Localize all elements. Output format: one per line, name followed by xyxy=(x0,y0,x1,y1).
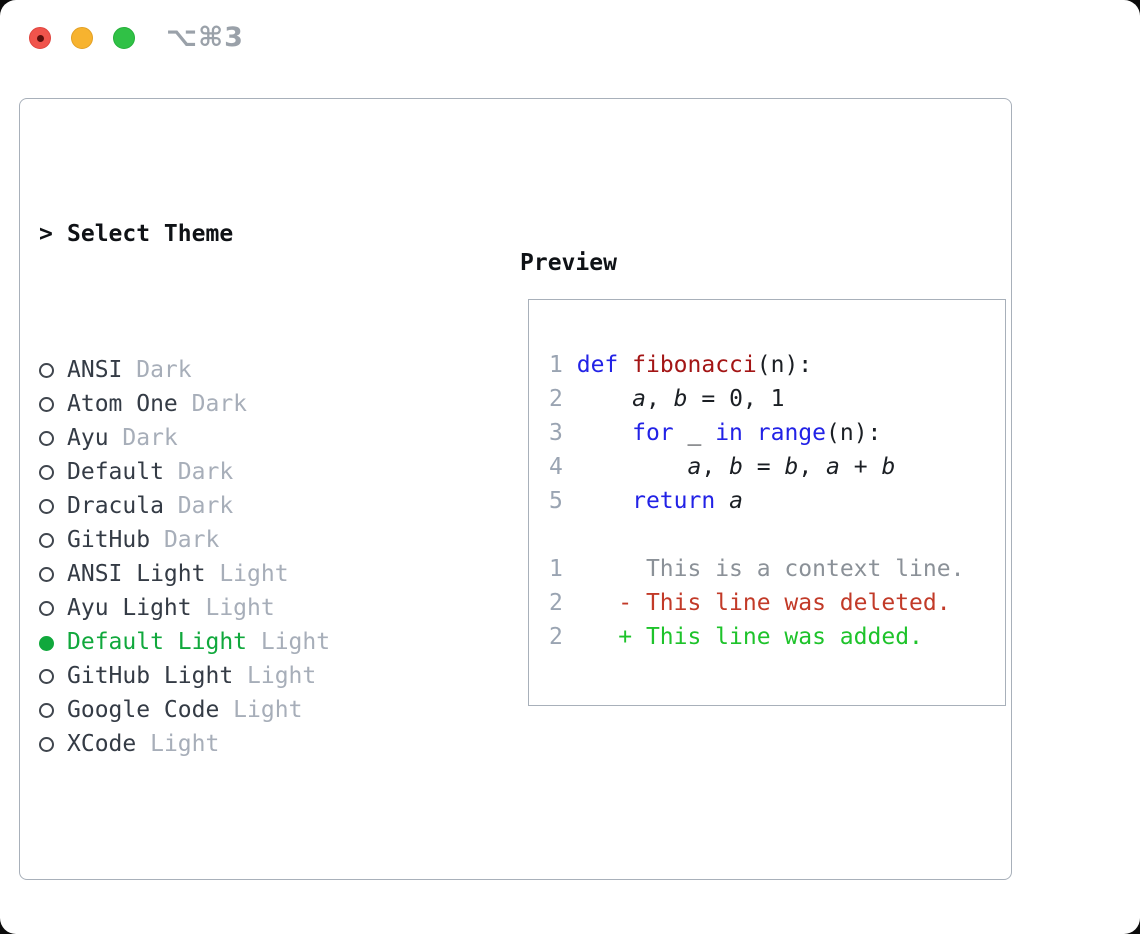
theme-variant: Dark xyxy=(163,493,234,519)
theme-option-github-dark[interactable]: GitHub Dark xyxy=(39,523,427,557)
radio-icon xyxy=(39,567,54,582)
theme-name: Google Code xyxy=(67,697,220,723)
theme-option-dracula-dark[interactable]: Dracula Dark xyxy=(39,489,427,523)
theme-name: Atom One xyxy=(67,391,178,417)
theme-variant: Light xyxy=(205,561,289,587)
theme-name: Dracula xyxy=(67,493,164,519)
theme-name: Ayu xyxy=(67,425,109,451)
cursor-icon: > xyxy=(39,221,53,247)
code-line: 4 a, b = b, a + b xyxy=(549,454,896,480)
theme-variant: Dark xyxy=(177,391,248,417)
minimize-button[interactable] xyxy=(71,27,93,49)
zoom-button[interactable] xyxy=(113,27,135,49)
theme-name: Ayu Light xyxy=(67,595,192,621)
line-number: 3 xyxy=(549,420,563,446)
preview-title: Preview xyxy=(520,250,617,276)
theme-variant: Light xyxy=(233,663,317,689)
theme-option-xcode-light[interactable]: XCode Light xyxy=(39,727,427,761)
diff-text: + This line was added. xyxy=(618,624,923,650)
line-number: 2 xyxy=(549,624,563,650)
theme-variant: Dark xyxy=(122,357,192,383)
theme-name: GitHub Light xyxy=(67,663,234,689)
theme-option-ansi-dark[interactable]: ANSI Dark xyxy=(39,353,427,387)
radio-icon xyxy=(39,363,54,378)
theme-panel-header: > Select Theme xyxy=(39,217,427,251)
line-number: 2 xyxy=(549,590,563,616)
theme-name: XCode xyxy=(67,731,137,757)
code-line: 1 def fibonacci(n): xyxy=(549,352,813,378)
radio-icon xyxy=(39,465,54,480)
theme-variant: Dark xyxy=(150,527,220,553)
radio-icon xyxy=(39,431,54,446)
theme-option-default-dark[interactable]: Default Dark xyxy=(39,455,427,489)
preview-pane: 1 def fibonacci(n): 2 a, b = 0, 1 3 for _ … xyxy=(528,299,1006,706)
theme-option-ayu-dark[interactable]: Ayu Dark xyxy=(39,421,427,455)
diff-text: This is a context line. xyxy=(645,556,965,582)
theme-name: Default Light xyxy=(67,629,248,655)
theme-name: GitHub xyxy=(67,527,151,553)
line-number: 1 xyxy=(549,352,563,378)
theme-option-google-code-light[interactable]: Google Code Light xyxy=(39,693,427,727)
diff-line-context: 1 This is a context line. xyxy=(549,552,1005,586)
theme-name: ANSI Light xyxy=(67,561,206,587)
theme-variant: Light xyxy=(191,595,275,621)
theme-variant: Light xyxy=(136,731,220,757)
theme-option-atom-one-dark[interactable]: Atom One Dark xyxy=(39,387,427,421)
theme-variant: Light xyxy=(247,629,331,655)
line-number: 2 xyxy=(549,386,563,412)
apply-to-section: Apply To User SettingsWorkspace Settings xyxy=(39,897,427,934)
radio-icon xyxy=(39,499,54,514)
theme-option-default-light-light[interactable]: Default Light Light xyxy=(39,625,427,659)
keyboard-shortcut-label: ⌥⌘3 xyxy=(166,22,244,53)
traffic-lights xyxy=(29,27,135,49)
radio-icon xyxy=(39,737,54,752)
theme-variant: Dark xyxy=(108,425,178,451)
radio-icon xyxy=(39,397,54,412)
close-button[interactable] xyxy=(29,27,51,49)
line-number: 5 xyxy=(549,488,563,514)
radio-selected-icon xyxy=(39,636,54,651)
radio-icon xyxy=(39,703,54,718)
theme-variant: Dark xyxy=(163,459,234,485)
theme-variant: Light xyxy=(219,697,303,723)
preview-code: 1 def fibonacci(n): 2 a, b = 0, 1 3 for _ … xyxy=(549,348,1005,518)
theme-option-ayu-light-light[interactable]: Ayu Light Light xyxy=(39,591,427,625)
code-line: 5 return a xyxy=(549,488,743,514)
radio-icon xyxy=(39,601,54,616)
theme-name: Default xyxy=(67,459,164,485)
close-dot-icon xyxy=(36,34,44,42)
diff-line-deleted: 2 - This line was deleted. xyxy=(549,586,1005,620)
radio-icon xyxy=(39,669,54,684)
code-line: 3 for _ in range(n): xyxy=(549,420,882,446)
theme-name: ANSI xyxy=(67,357,123,383)
line-number: 4 xyxy=(549,454,563,480)
theme-option-ansi-light-light[interactable]: ANSI Light Light xyxy=(39,557,427,591)
line-number: 1 xyxy=(549,556,563,582)
diff-line-added: 2 + This line was added. xyxy=(549,620,1005,654)
radio-icon xyxy=(39,533,54,548)
theme-option-github-light-light[interactable]: GitHub Light Light xyxy=(39,659,427,693)
code-line: 2 a, b = 0, 1 xyxy=(549,386,785,412)
preview-diff: 1 This is a context line.2 - This line w… xyxy=(549,552,1005,654)
theme-panel-title: Select Theme xyxy=(67,221,234,247)
diff-text: - This line was deleted. xyxy=(618,590,951,616)
